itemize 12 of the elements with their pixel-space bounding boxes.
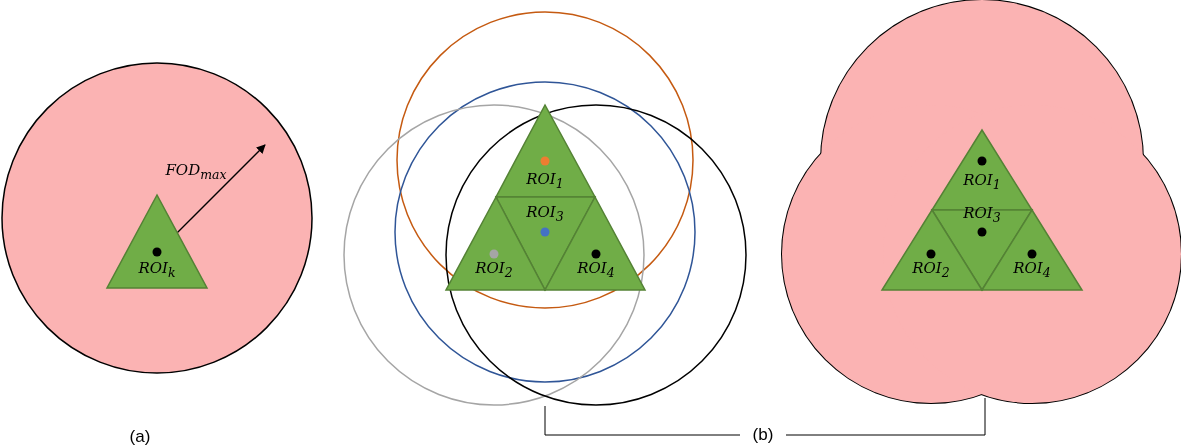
region-label: ROI$_{3}$ — [526, 204, 564, 224]
region-label: ROI$_{4}$ — [1013, 260, 1051, 280]
region-label: ROI$_{2}$ — [912, 260, 950, 280]
region-label: ROI$_{3}$ — [963, 205, 1001, 225]
dimension-label: FOD$_{max}$ — [165, 162, 227, 182]
region-label: ROI$_{2}$ — [475, 260, 513, 280]
panel-label: (a) — [129, 427, 151, 447]
region-label: ROI$_{k}$ — [138, 260, 176, 280]
region-label: ROI$_{1}$ — [963, 172, 1001, 192]
region-label: ROI$_{1}$ — [526, 171, 564, 191]
panel-label: (b) — [752, 425, 774, 445]
region-label: ROI$_{4}$ — [577, 260, 615, 280]
